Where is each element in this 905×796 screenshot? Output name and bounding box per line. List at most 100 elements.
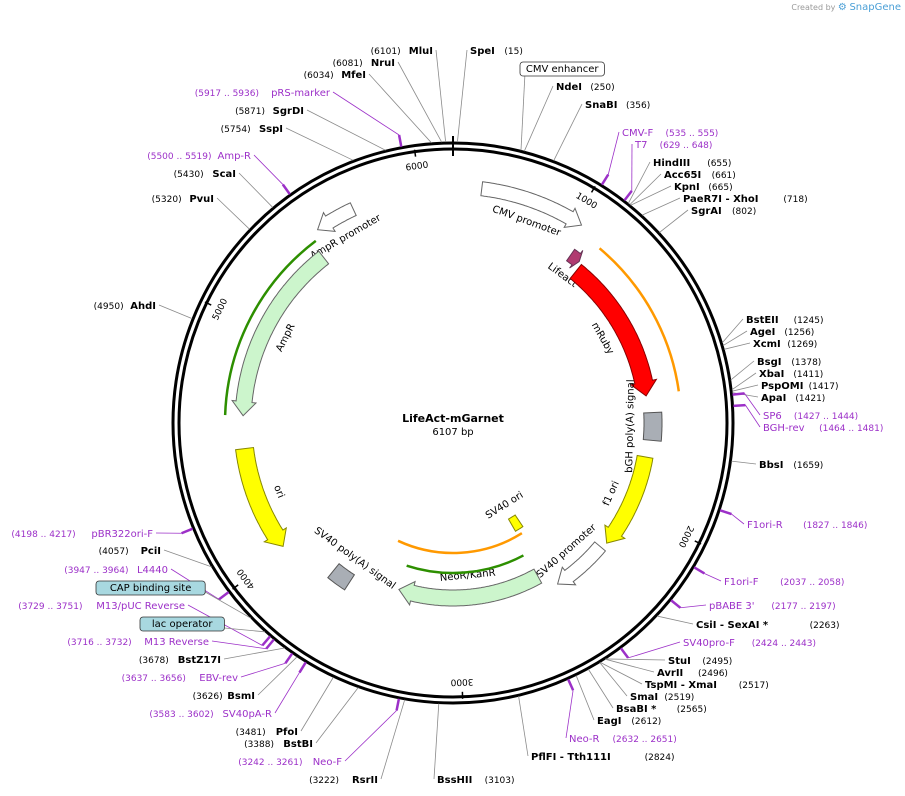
enzyme-site[interactable]: BsaBI *(2565)	[588, 669, 707, 715]
enzyme-leader-line	[724, 342, 751, 350]
feature-neor-kanr[interactable]: NeoR/KanR	[398, 568, 543, 607]
primer-range: (1427 .. 1444)	[794, 412, 858, 422]
enzyme-name: AhdI	[130, 301, 156, 312]
primer-site[interactable]: Amp-R(5500 .. 5519)	[147, 151, 291, 195]
ruler-tick-label: 4000	[236, 566, 258, 591]
enzyme-site[interactable]: BsmI(3626)	[193, 656, 298, 702]
enzyme-leader-line	[588, 669, 614, 709]
enzyme-site[interactable]: CsiI - SexAI *(2263)	[657, 615, 840, 631]
primer-site[interactable]: Neo-R(2632 .. 2651)	[565, 678, 677, 745]
enzyme-site[interactable]: BsgI(1378)	[730, 357, 822, 381]
primer-labels: pRS-marker(5917 .. 5936)Amp-R(5500 .. 55…	[11, 88, 883, 768]
enzyme-position: (661)	[712, 171, 736, 181]
boxed-label-cmv-enhancer[interactable]: CMV enhancer	[519, 61, 605, 151]
enzyme-site[interactable]: Acc65I(661)	[629, 170, 736, 205]
enzyme-site[interactable]: BstBI(3388)	[244, 687, 359, 750]
enzyme-site[interactable]: XbaI(1411)	[731, 369, 823, 391]
enzyme-site[interactable]: PvuI(5320)	[152, 194, 250, 230]
feature-sv40-poly-a-signal[interactable]: SV40 poly(A) signal	[312, 525, 397, 591]
enzyme-site[interactable]: RsrII(3222)	[309, 699, 406, 786]
primer-site[interactable]: SV40pro-F(2424 .. 2443)	[619, 638, 816, 659]
enzyme-site[interactable]: MluI(6101)	[371, 46, 447, 143]
enzyme-site[interactable]: BstEII(1245)	[721, 315, 824, 343]
enzyme-position: (4057)	[99, 547, 129, 557]
primer-site[interactable]: SV40pA-R(3583 .. 3602)	[149, 661, 307, 720]
enzyme-site[interactable]: AhdI(4950)	[94, 301, 193, 320]
ampr-orf-outline	[223, 239, 317, 416]
enzyme-site[interactable]: MfeI(6034)	[304, 70, 432, 144]
primer-name: T7	[634, 140, 647, 151]
enzyme-site[interactable]: ScaI(5430)	[174, 169, 274, 208]
enzyme-site[interactable]: SgrAI(802)	[659, 206, 757, 233]
primer-site[interactable]: pBR322ori-F(4198 .. 4217)	[11, 527, 194, 540]
feature-cmv-promoter[interactable]: CMV promoter	[480, 181, 583, 239]
primer-site[interactable]: BGH-rev(1464 .. 1481)	[733, 403, 883, 434]
primer-name: pRS-marker	[271, 88, 331, 99]
feature-sv40-promoter[interactable]: SV40 promoter	[535, 522, 607, 586]
enzyme-site[interactable]: AgeI(1256)	[722, 327, 814, 346]
primer-marker	[600, 173, 610, 186]
enzyme-site[interactable]: KpnI(665)	[630, 182, 733, 206]
enzyme-site[interactable]: SmaI(2519)	[599, 662, 695, 703]
enzyme-site[interactable]: EagI(2612)	[575, 675, 661, 727]
enzyme-leader-line	[238, 172, 274, 208]
enzyme-leader-line	[630, 185, 672, 206]
enzyme-name: PciI	[141, 546, 161, 557]
enzyme-site[interactable]: PaeR7I - XhoI(718)	[641, 194, 808, 216]
primer-site[interactable]: SP6(1427 .. 1444)	[732, 392, 859, 422]
primer-site[interactable]: pBABE 3'(2177 .. 2197)	[670, 599, 836, 612]
enzyme-site[interactable]: AvrII(2496)	[605, 658, 728, 679]
enzyme-site[interactable]: StuI(2495)	[605, 656, 733, 667]
enzyme-site[interactable]: XcmI(1269)	[724, 339, 817, 350]
primer-site[interactable]: M13 Reverse(3716 .. 3732)	[67, 637, 275, 650]
enzyme-site[interactable]: PspOMI(1417)	[732, 381, 839, 392]
feature-ori[interactable]: ori	[235, 446, 287, 548]
enzyme-position: (2824)	[645, 753, 675, 763]
boxed-label-lac-operator[interactable]: lac operator	[139, 616, 266, 633]
enzyme-site[interactable]: SpeI(15)	[457, 46, 523, 143]
feature-mruby[interactable]: mRuby	[569, 263, 658, 397]
primer-marker	[732, 392, 745, 396]
primer-site[interactable]: M13/pUC Reverse(3729 .. 3751)	[18, 601, 272, 647]
enzyme-site[interactable]: PflFI - Tth111I(2824)	[518, 696, 675, 763]
primer-marker	[281, 183, 291, 195]
primer-site[interactable]: pRS-marker(5917 .. 5936)	[195, 88, 403, 148]
enzyme-site[interactable]: PciI (4057)	[99, 546, 212, 568]
enzyme-position: (1256)	[784, 328, 814, 338]
enzyme-site[interactable]: SgrDI(5871)	[235, 106, 386, 151]
enzyme-site[interactable]: BstZ17I(3678)	[139, 647, 285, 666]
primer-site[interactable]: EBV-rev(3637 .. 3656)	[122, 652, 294, 684]
primer-marker	[261, 635, 272, 647]
enzyme-site[interactable]: SnaBI(356)	[553, 100, 651, 161]
primer-site[interactable]: Neo-F(3242 .. 3261)	[238, 698, 401, 768]
enzyme-leader-line	[158, 304, 193, 320]
enzyme-name: NdeI	[556, 82, 582, 93]
primer-site[interactable]: CMV-F(535 .. 555)	[600, 128, 718, 186]
primer-site[interactable]: F1ori-R(1827 .. 1846)	[719, 509, 867, 531]
enzyme-name: StuI	[668, 656, 691, 667]
feature-sv40-ori[interactable]: SV40 ori	[484, 490, 526, 533]
enzyme-site[interactable]: HindIII(655)	[627, 158, 731, 204]
primer-leader-line	[187, 604, 263, 646]
primer-site[interactable]: F1ori-F(2037 .. 2058)	[693, 566, 844, 588]
primer-name: SV40pA-R	[223, 709, 272, 720]
boxed-label-cap-binding-site[interactable]: CAP binding site	[95, 580, 252, 619]
primer-range: (629 .. 648)	[660, 141, 713, 151]
enzyme-site[interactable]: BssHII(3103)	[433, 703, 515, 786]
primer-name: F1ori-R	[747, 520, 783, 531]
enzyme-site[interactable]: TspMI - XmaI(2517)	[600, 661, 769, 691]
enzyme-leader-line	[731, 460, 757, 465]
enzyme-site[interactable]: BbsI(1659)	[731, 460, 823, 471]
enzyme-name: CsiI - SexAI *	[696, 620, 769, 631]
enzyme-position: (5430)	[174, 170, 204, 180]
enzyme-position: (1659)	[793, 461, 823, 471]
enzyme-site[interactable]: ApaI(1421)	[732, 392, 825, 404]
enzyme-site[interactable]: PfoI(3481)	[236, 677, 334, 738]
enzyme-site[interactable]: NdeI(250)	[523, 82, 615, 152]
enzyme-site[interactable]: SspI(5754)	[221, 124, 354, 161]
enzyme-name: PspOMI	[761, 381, 803, 392]
enzyme-position: (5320)	[152, 195, 182, 205]
feature-bgh-poly-a-signal[interactable]: bGH poly(A) signal	[624, 379, 663, 473]
enzyme-site[interactable]: NruI(6081)	[333, 58, 443, 143]
primer-site[interactable]: T7 (629 .. 648)	[623, 140, 713, 202]
